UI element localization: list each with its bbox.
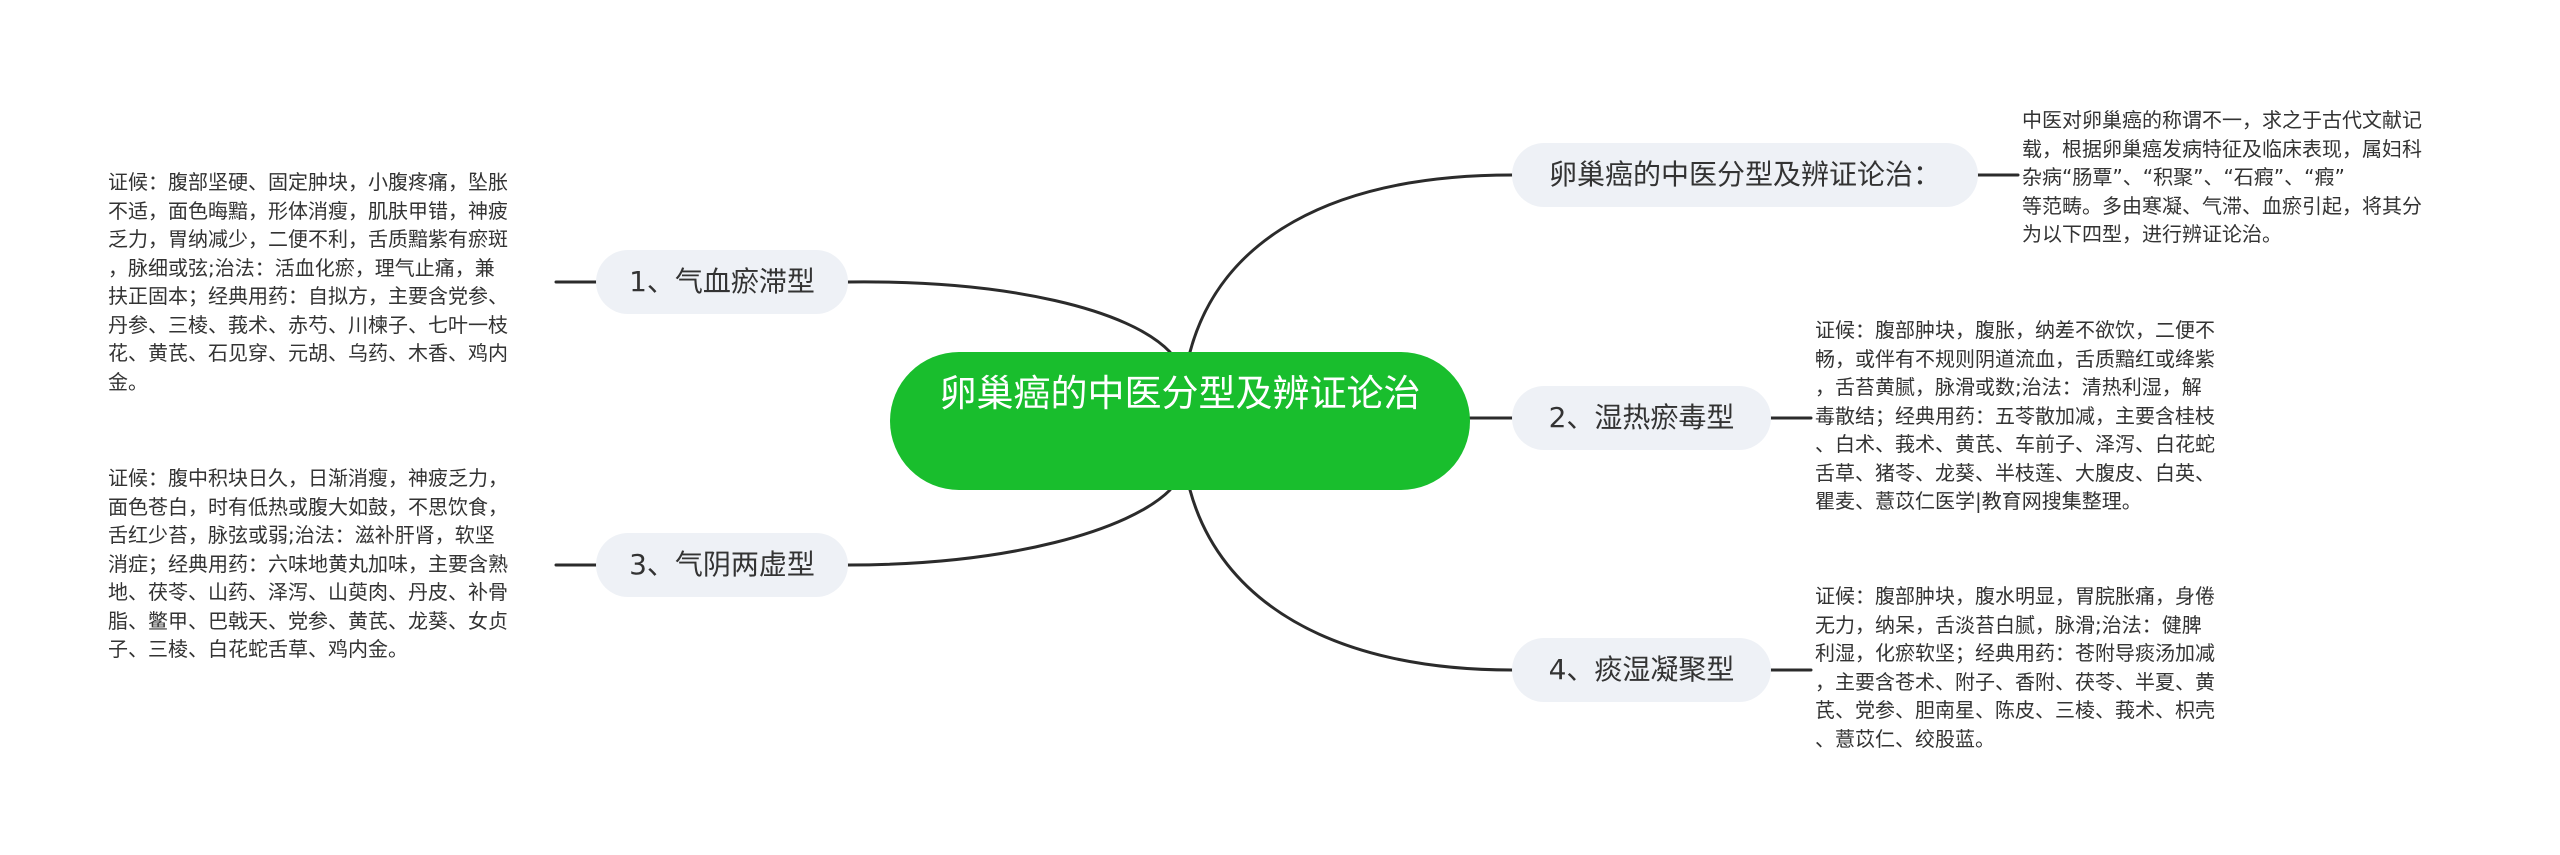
note-type3-qi-yin-deficiency: 证候：腹中积块日久，日渐消瘦，神疲乏力， 面色苍白，时有低热或腹大如鼓，不思饮食… bbox=[108, 466, 508, 661]
branch-type2-damp-heat[interactable]: 2、湿热瘀毒型 bbox=[1512, 386, 1771, 450]
note-type4-phlegm-damp: 证候：腹部肿块，腹水明显，胃脘胀痛，身倦 无力，纳呆，舌淡苔白腻，脉滑;治法：健… bbox=[1815, 584, 2215, 751]
branch-intro[interactable]: 卵巢癌的中医分型及辨证论治： bbox=[1512, 143, 1978, 207]
connector-root-type4 bbox=[1188, 488, 1514, 672]
note-type2-damp-heat: 证候：腹部肿块，腹胀，纳差不欲饮，二便不 畅，或伴有不规则阴道流血，舌质黯红或绛… bbox=[1815, 318, 2215, 513]
branch-type4-phlegm-damp[interactable]: 4、痰湿凝聚型 bbox=[1512, 638, 1771, 702]
connector-root-type1 bbox=[846, 280, 1172, 354]
root-topic[interactable]: 卵巢癌的中医分型及辨证论治 bbox=[890, 352, 1470, 490]
connector-root-type3 bbox=[846, 488, 1172, 567]
branch-type3-qi-yin-deficiency[interactable]: 3、气阴两虚型 bbox=[596, 533, 848, 597]
note-type1-qi-blood-stasis: 证候：腹部坚硬、固定肿块，小腹疼痛，坠胀 不适，面色晦黯，形体消瘦，肌肤甲错，神… bbox=[108, 170, 508, 394]
branch-type1-qi-blood-stasis[interactable]: 1、气血瘀滞型 bbox=[596, 250, 848, 314]
connector-root-intro bbox=[1188, 173, 1514, 354]
note-intro: 中医对卵巢癌的称谓不一，求之于古代文献记 载，根据卵巢癌发病特征及临床表现，属妇… bbox=[2022, 108, 2422, 246]
